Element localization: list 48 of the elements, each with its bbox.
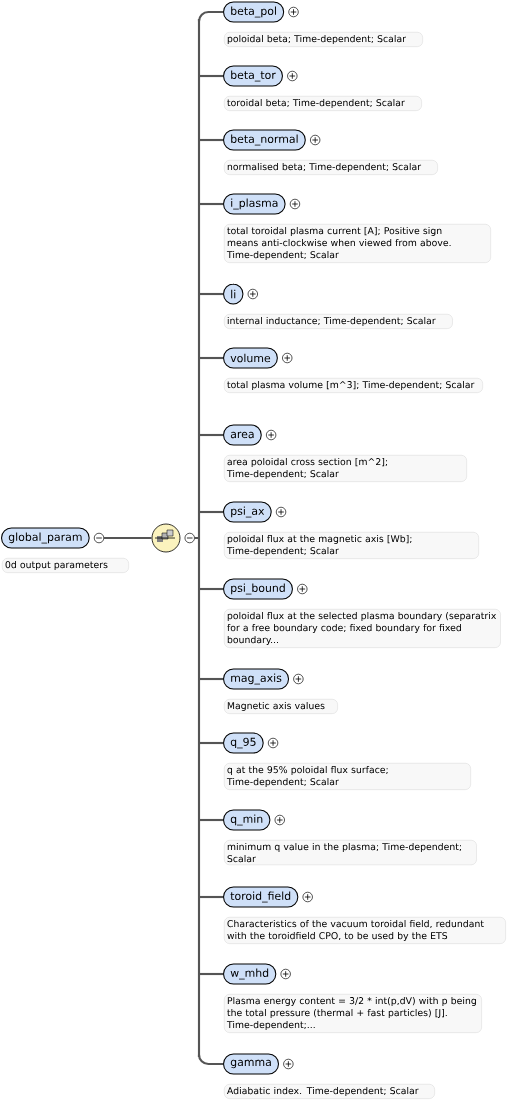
- element-box: mag_axis: [223, 668, 290, 690]
- element-box: li: [223, 283, 244, 305]
- description-callout: Magnetic axis values: [224, 699, 338, 714]
- description-callout: 0d output parameters: [2, 558, 129, 573]
- connector: [199, 510, 223, 514]
- element-box: volume: [223, 347, 278, 369]
- description-callout: Plasma energy content = 3/2 * int(p,dV) with p being the total pressure (thermal + fast particles) [J]. Time-dependent;...: [224, 994, 482, 1033]
- description-callout: Adiabatic index. Time-dependent; Scalar: [224, 1084, 435, 1099]
- description-callout: toroidal beta; Time-dependent; Scalar: [224, 96, 422, 111]
- element-box: q_95: [223, 732, 264, 754]
- connector: [199, 972, 223, 976]
- connector: [199, 818, 223, 822]
- description-callout: total toroidal plasma current [A]; Positive sign means anti-clockwise when viewed from above. Time-dependent; Scalar: [224, 224, 491, 263]
- element-box: psi_bound: [223, 578, 293, 600]
- description-callout: Characteristics of the vacuum toroidal field, redundant with the toroidfield CPO, to be used by the ETS: [224, 917, 506, 944]
- element-box: i_plasma: [223, 193, 286, 215]
- connector: [199, 677, 223, 681]
- element-box: w_mhd: [223, 963, 277, 985]
- connector: [199, 292, 223, 296]
- element-box: psi_ax: [223, 501, 272, 523]
- description-callout: poloidal beta; Time-dependent; Scalar: [224, 32, 423, 47]
- element-box: q_min: [223, 809, 271, 831]
- connector: [197, 1053, 223, 1066]
- connector: [103, 536, 152, 540]
- description-callout: internal inductance; Time-dependent; Scalar: [224, 314, 453, 329]
- connector: [199, 587, 223, 591]
- connector: [199, 741, 223, 745]
- connector: [199, 202, 223, 206]
- connector: [199, 433, 223, 437]
- description-callout: q at the 95% poloidal flux surface; Time-dependent; Scalar: [224, 763, 471, 790]
- connector: [197, 10, 223, 23]
- element-box: gamma: [223, 1053, 280, 1075]
- element-box: beta_normal: [223, 129, 306, 151]
- description-callout: normalised beta; Time-dependent; Scalar: [224, 160, 438, 175]
- description-callout: area poloidal cross section [m^2]; Time-dependent; Scalar: [224, 455, 467, 482]
- connector: [199, 356, 223, 360]
- element-box: beta_pol: [223, 1, 285, 23]
- description-callout: poloidal flux at the selected plasma boundary (separatrix for a free boundary code; fixed boundary for fixed boundary...: [224, 609, 501, 648]
- description-callout: total plasma volume [m^3]; Time-dependent; Scalar: [224, 378, 483, 393]
- description-callout: poloidal flux at the magnetic axis [Wb]; Time-dependent; Scalar: [224, 532, 479, 559]
- element-box: toroid_field: [223, 886, 299, 908]
- connector: [199, 74, 223, 78]
- element-box: global_param: [1, 527, 90, 549]
- connector: [199, 138, 223, 142]
- description-callout: minimum q value in the plasma; Time-dependent; Scalar: [224, 840, 477, 866]
- connector: [199, 895, 223, 899]
- element-box: area: [223, 424, 262, 446]
- element-box: beta_tor: [223, 65, 283, 87]
